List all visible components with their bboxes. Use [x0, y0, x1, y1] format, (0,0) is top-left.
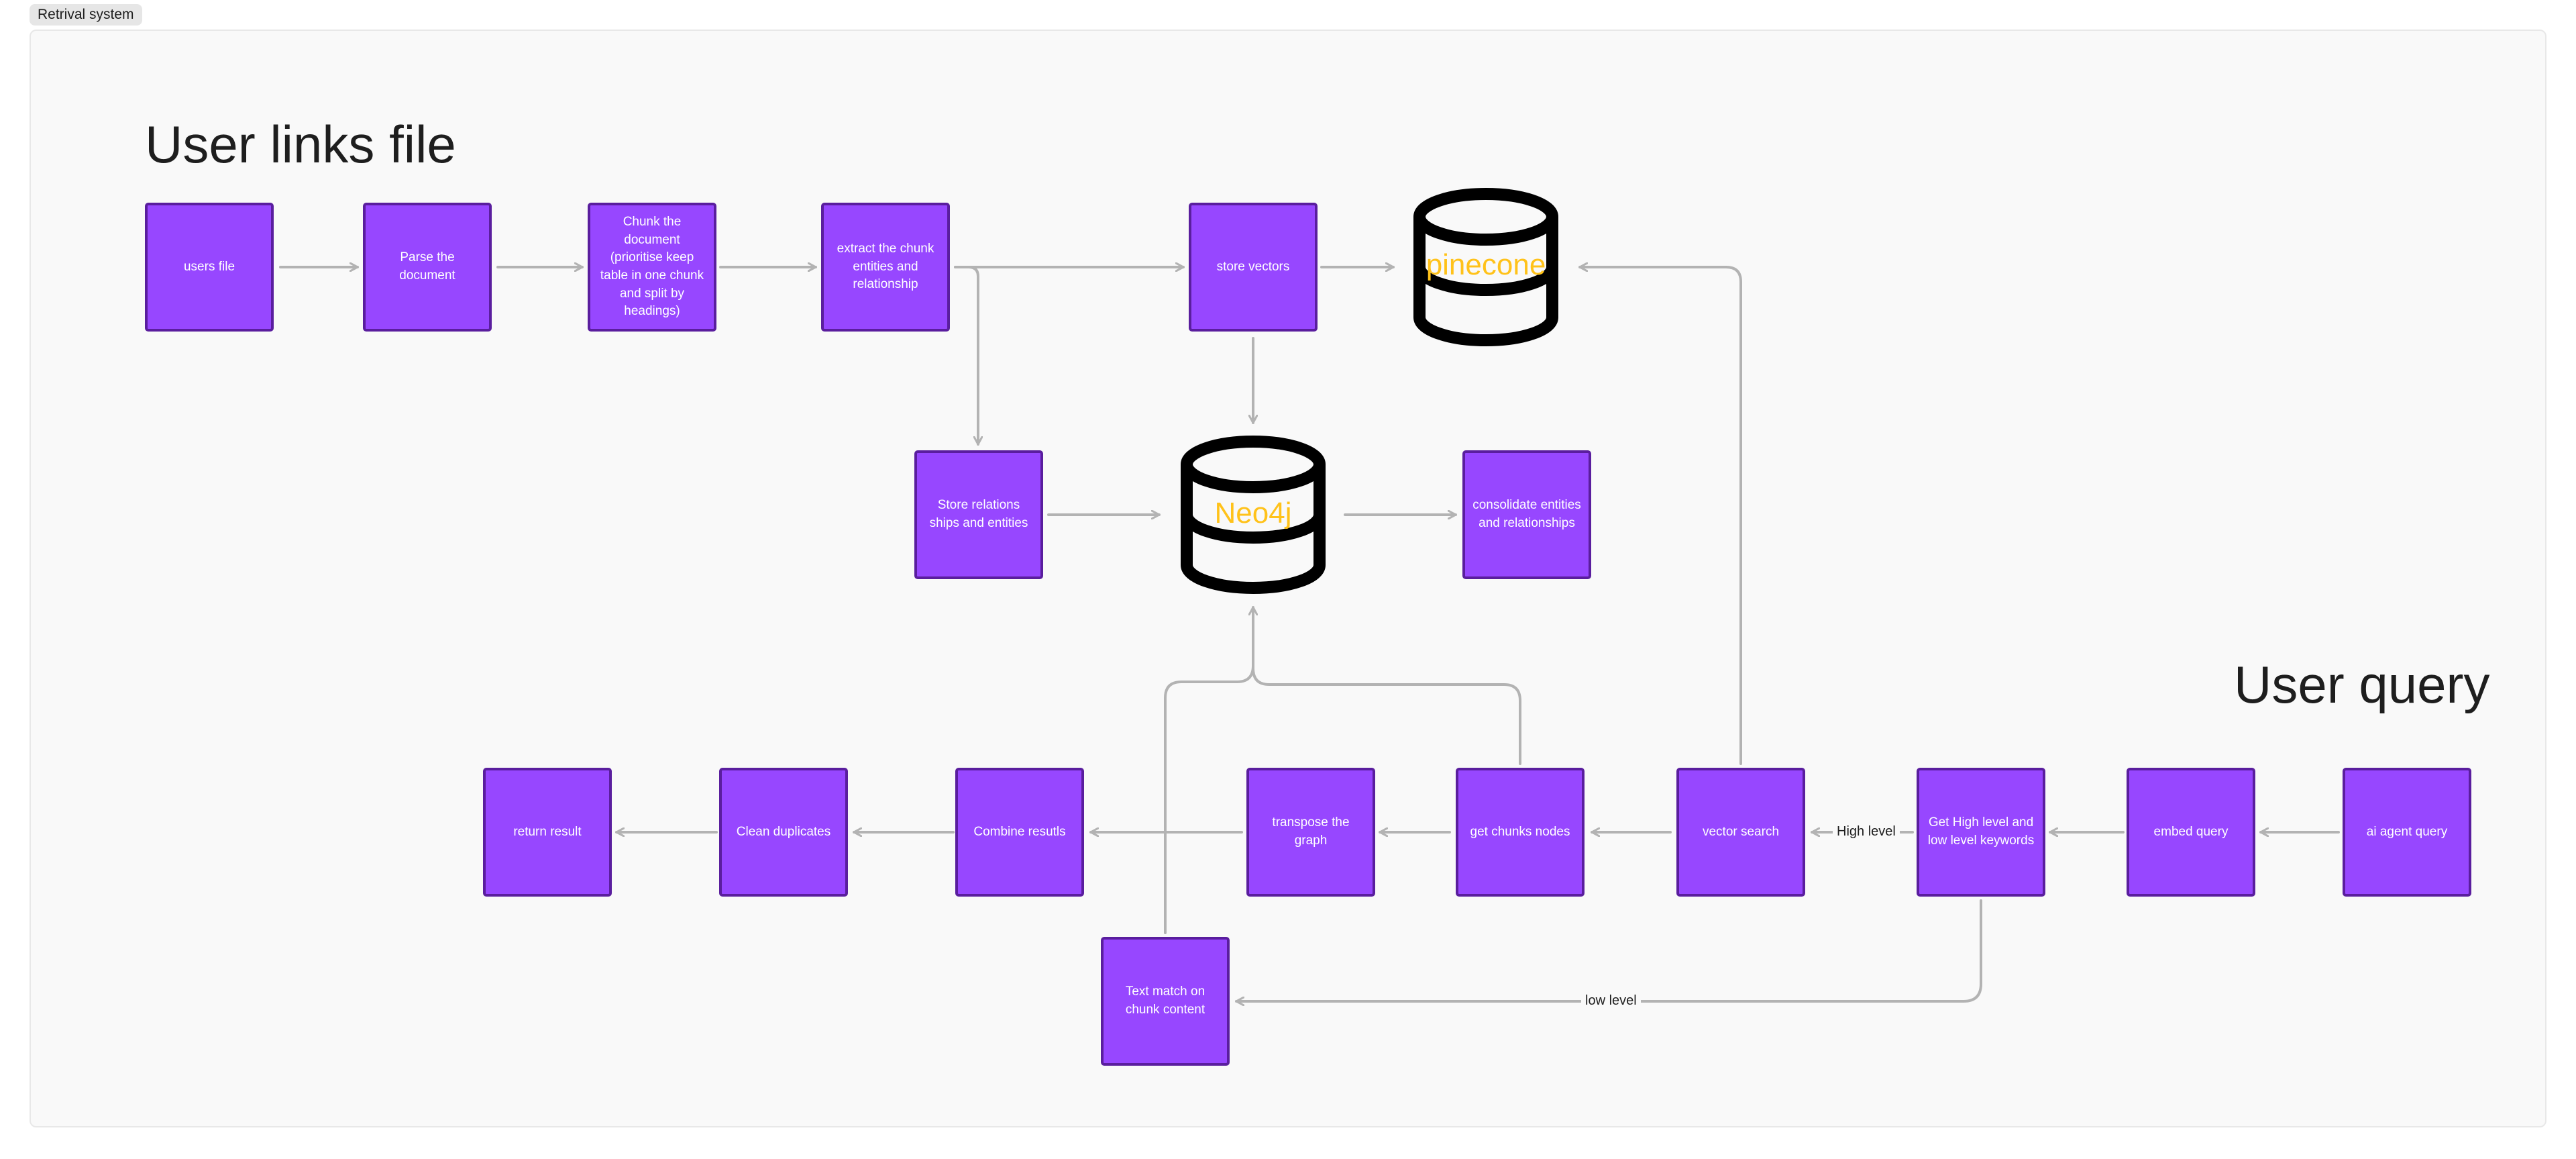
node-get-chunk-nodes[interactable]: get chunks nodes — [1456, 768, 1585, 897]
node-consolidate[interactable]: consolidate entities and relationships — [1462, 450, 1591, 579]
node-label: Store relations ships and entities — [929, 498, 1028, 530]
node-embed-query[interactable]: embed query — [2127, 768, 2255, 897]
node-transpose-graph[interactable]: transpose the graph — [1246, 768, 1375, 897]
node-vector-search[interactable]: vector search — [1676, 768, 1805, 897]
node-return-result[interactable]: return result — [483, 768, 612, 897]
neo4j-label: Neo4j — [1214, 497, 1292, 530]
node-store-relations[interactable]: Store relations ships and entities — [914, 450, 1043, 579]
node-label: store vectors — [1216, 259, 1290, 274]
node-label: consolidate entities and relationships — [1472, 498, 1581, 530]
node-users-file[interactable]: users file — [145, 203, 274, 332]
node-chunk-document[interactable]: Chunk the document (prioritise keep tabl… — [588, 203, 716, 332]
section-title-upload: User links file — [145, 115, 456, 174]
diagram-frame — [30, 30, 2546, 1127]
node-label: Parse the document — [399, 250, 455, 283]
node-label: get chunks nodes — [1470, 824, 1570, 839]
node-label: Combine resutls — [973, 824, 1066, 839]
section-title-query: User query — [2234, 655, 2490, 714]
node-label: Clean duplicates — [736, 824, 831, 839]
node-store-vectors[interactable]: store vectors — [1189, 203, 1318, 332]
node-label: Chunk the document (prioritise keep tabl… — [600, 215, 704, 319]
node-label: return result — [513, 824, 582, 839]
node-label: Text match on chunk content — [1125, 985, 1205, 1017]
node-get-keywords[interactable]: Get High level and low level keywords — [1917, 768, 2045, 897]
node-text-match[interactable]: Text match on chunk content — [1101, 937, 1230, 1066]
node-label: ai agent query — [2366, 824, 2448, 839]
node-combine-results[interactable]: Combine resutls — [955, 768, 1084, 897]
node-clean-duplicates[interactable]: Clean duplicates — [719, 768, 848, 897]
pinecone-label: pinecone — [1426, 248, 1546, 281]
node-agent-query[interactable]: ai agent query — [2343, 768, 2471, 897]
frame-tab[interactable]: Retrival system — [30, 4, 142, 26]
node-label: embed query — [2153, 824, 2229, 839]
node-parse-document[interactable]: Parse the document — [363, 203, 492, 332]
edge-label-high-level: High level — [1833, 824, 1900, 840]
node-extract-entities[interactable]: extract the chunk entities and relations… — [821, 203, 950, 332]
node-label: transpose the graph — [1272, 815, 1350, 848]
node-label: extract the chunk entities and relations… — [837, 242, 934, 292]
edge-label-low-level: low level — [1581, 993, 1641, 1009]
node-label: users file — [183, 259, 235, 274]
node-label: Get High level and low level keywords — [1927, 815, 2035, 848]
node-label: vector search — [1702, 824, 1780, 839]
